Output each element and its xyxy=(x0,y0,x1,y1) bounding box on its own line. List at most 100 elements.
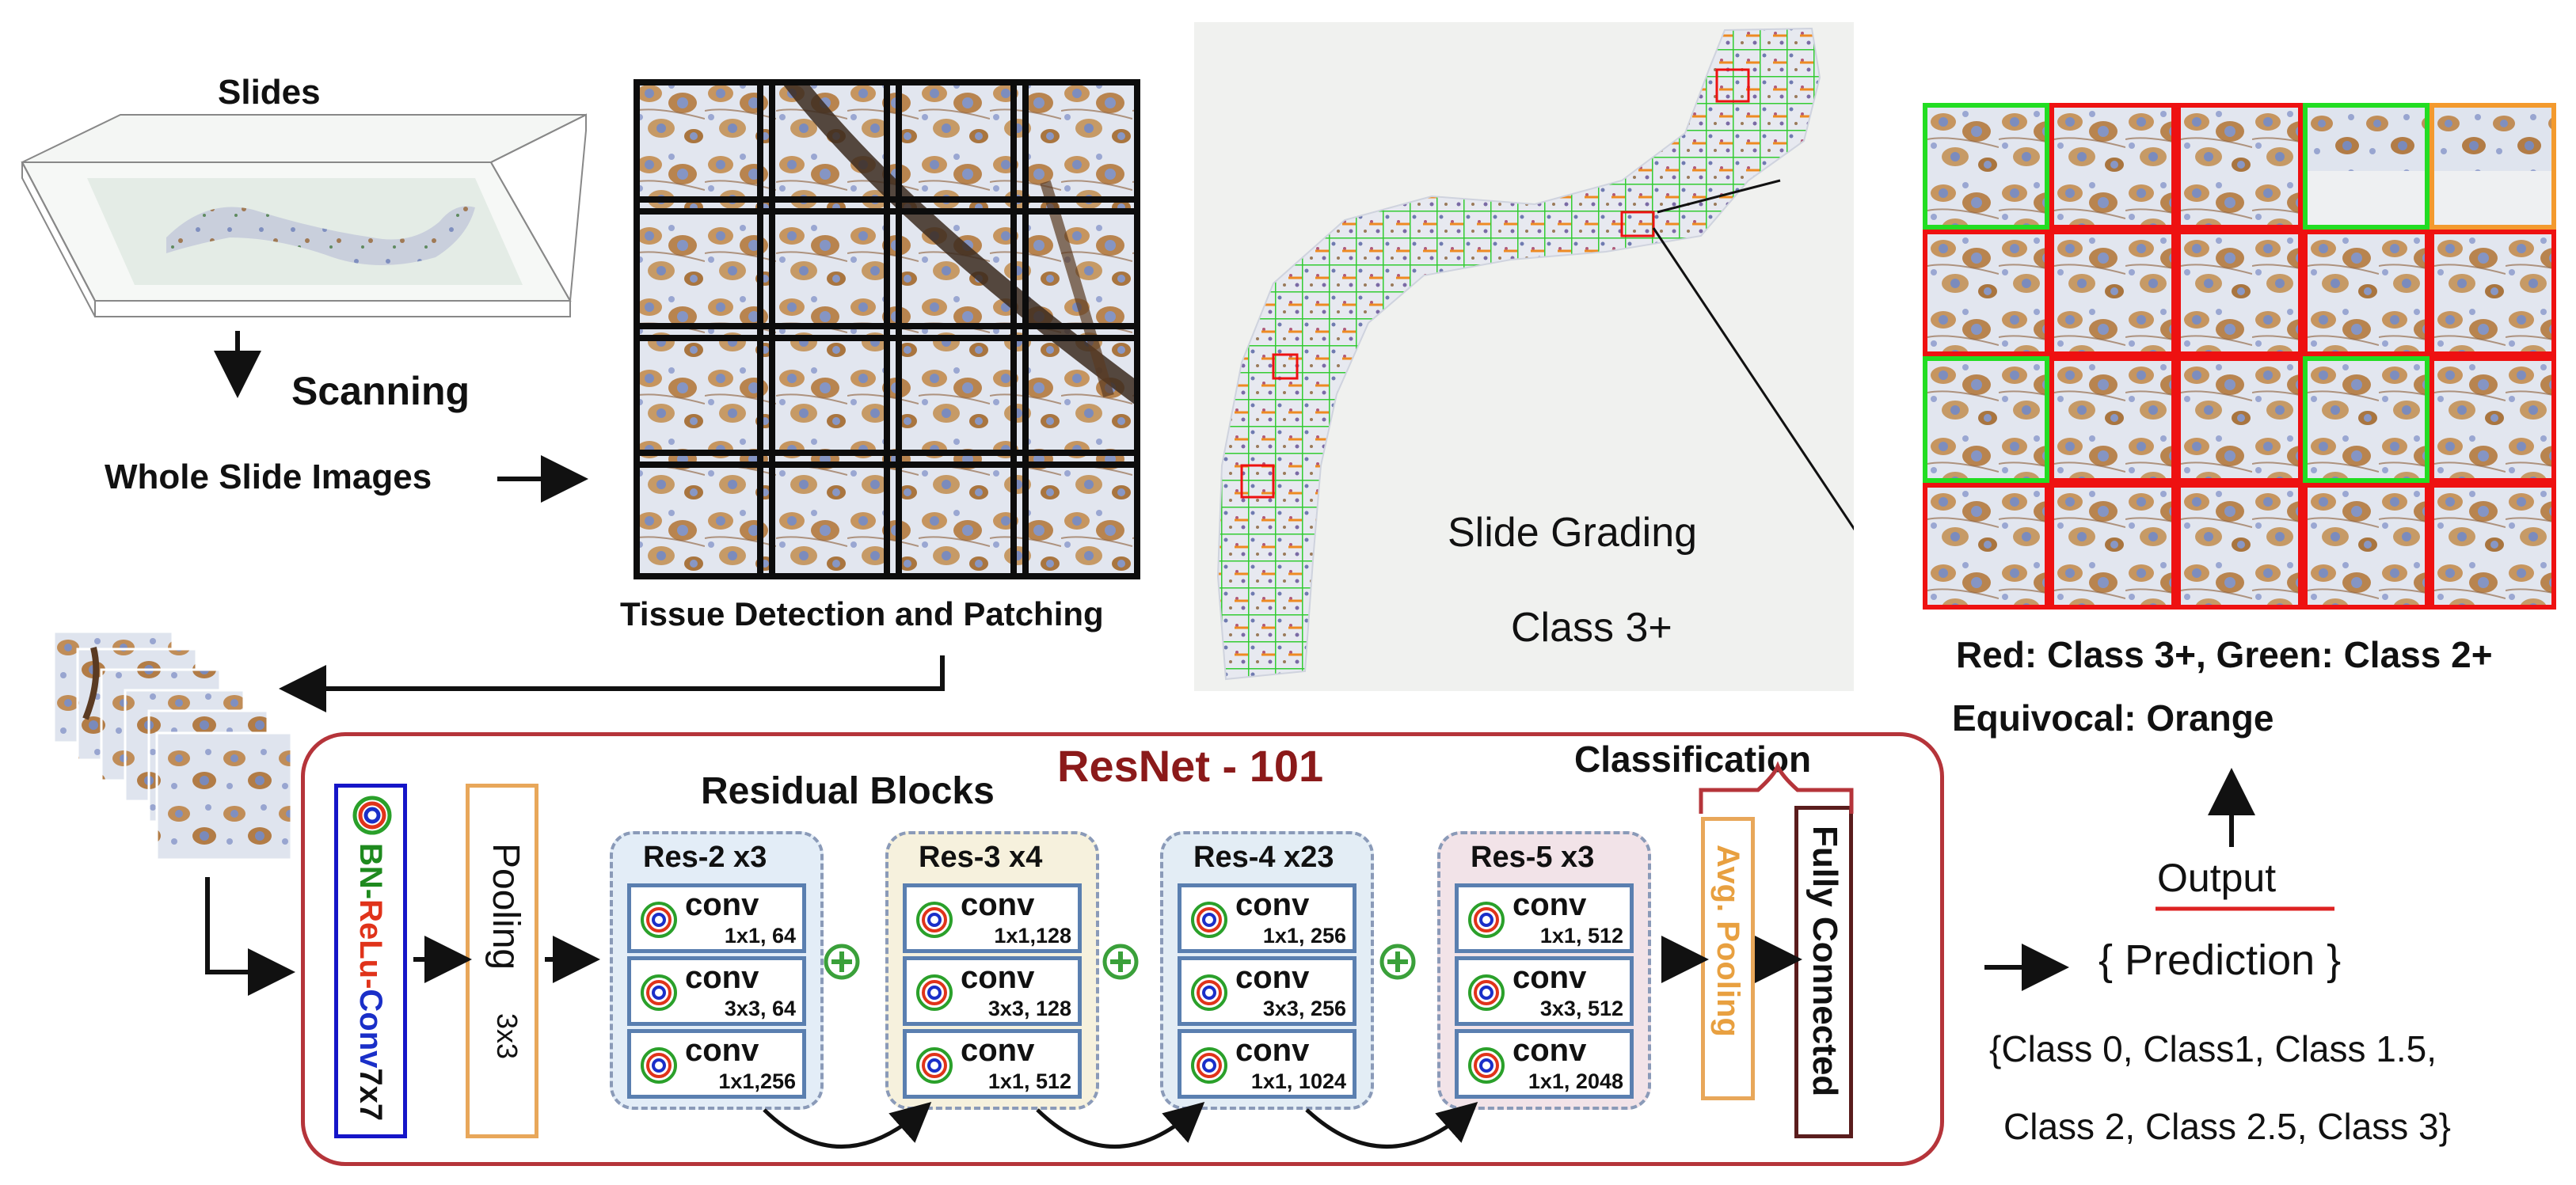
bn-relu-conv-box: BN-ReLu-Conv7x7 xyxy=(334,784,407,1138)
fully-connected-text: Fully Connected xyxy=(1805,826,1844,1097)
fully-connected-box: Fully Connected xyxy=(1794,806,1853,1138)
wsi-label: Whole Slide Images xyxy=(105,458,432,496)
graded-patch xyxy=(2049,483,2176,610)
conv-word: conv xyxy=(1512,1033,1587,1068)
relu-text: ReLu- xyxy=(353,899,388,989)
concentric-ring-icon xyxy=(916,974,953,1011)
legend-line2: Equivocal: Orange xyxy=(1952,697,2274,739)
whole-slide-image: Slide Grading Class 3+ xyxy=(1194,22,1854,691)
conv-word: conv xyxy=(685,960,759,995)
concentric-ring-icon xyxy=(1468,902,1505,938)
glass-slide xyxy=(21,113,587,317)
conv-word: conv xyxy=(1235,960,1310,995)
conv-word: conv xyxy=(1512,960,1587,995)
classes-line2: Class 2, Class 2.5, Class 3} xyxy=(2003,1106,2452,1147)
graded-patch xyxy=(2176,230,2303,356)
res-block-title: Res-2 x3 xyxy=(643,841,767,874)
slide-tissue xyxy=(166,206,475,265)
graded-patch xyxy=(2430,103,2556,230)
concentric-ring-icon xyxy=(1468,1047,1505,1084)
residual-blocks-label: Residual Blocks xyxy=(701,770,995,812)
conv-params: 3x3, 256 xyxy=(1262,997,1346,1020)
res-block-title: Res-4 x23 xyxy=(1193,841,1334,874)
slides-label: Slides xyxy=(218,73,321,112)
resnet-title: ResNet - 101 xyxy=(1057,741,1324,791)
conv-params: 1x1, 512 xyxy=(987,1069,1071,1093)
patch-stack xyxy=(52,630,307,885)
resnet-frame xyxy=(301,732,1944,1166)
output-label: Output xyxy=(2157,856,2277,900)
circled-plus-icon xyxy=(1379,944,1416,980)
tissue-patch-grid xyxy=(634,79,1140,579)
concentric-ring-icon xyxy=(641,902,677,938)
graded-patch xyxy=(2176,103,2303,230)
graded-patch xyxy=(1923,483,2049,610)
graded-patch xyxy=(2176,483,2303,610)
tissue-detection-label: Tissue Detection and Patching xyxy=(620,595,1104,632)
prediction-label: { Prediction } xyxy=(2098,936,2342,984)
pooling-text: Pooling xyxy=(485,843,527,970)
conv-params: 1x1, 512 xyxy=(1539,924,1623,948)
conv-params: 1x1, 1024 xyxy=(1250,1069,1346,1093)
classes-line1: {Class 0, Class1, Class 1.5, xyxy=(1989,1028,2437,1069)
graded-patch xyxy=(2176,356,2303,483)
res-block-title: Res-5 x3 xyxy=(1471,841,1595,874)
concentric-ring-icon xyxy=(641,974,677,1011)
grade-class-label: Class 3+ xyxy=(1511,605,1672,651)
graded-patch xyxy=(2430,483,2556,610)
bn-kernel-text: 7x7 xyxy=(353,1068,388,1122)
bn-text: BN- xyxy=(353,843,388,900)
circled-plus-icon xyxy=(824,944,860,980)
avg-pooling-text: Avg. Pooling xyxy=(1710,845,1745,1037)
conv-text: Conv xyxy=(353,989,388,1069)
graded-patch xyxy=(1923,230,2049,356)
concentric-ring-icon xyxy=(1191,902,1227,938)
conv-params: 1x1, 64 xyxy=(724,924,796,948)
graded-patch xyxy=(2430,230,2556,356)
conv-params: 3x3, 512 xyxy=(1539,997,1623,1020)
concentric-ring-icon xyxy=(352,796,392,835)
conv-params: 3x3, 64 xyxy=(724,997,796,1020)
conv-params: 1x1, 256 xyxy=(1262,924,1346,948)
graded-patch xyxy=(1923,356,2049,483)
conv-word: conv xyxy=(685,1033,759,1068)
conv-word: conv xyxy=(1235,887,1310,922)
pooling-kernel-text: 3x3 xyxy=(491,1013,523,1060)
avg-pooling-box: Avg. Pooling xyxy=(1701,817,1755,1100)
legend-line1: Red: Class 3+, Green: Class 2+ xyxy=(1956,634,2493,675)
conv-word: conv xyxy=(685,887,759,922)
conv-params: 1x1,128 xyxy=(994,924,1071,948)
graded-patch xyxy=(2303,356,2430,483)
concentric-ring-icon xyxy=(1191,974,1227,1011)
graded-patch xyxy=(2303,103,2430,230)
conv-params: 1x1, 2048 xyxy=(1528,1069,1623,1093)
graded-patch xyxy=(2049,356,2176,483)
conv-word: conv xyxy=(1235,1033,1310,1068)
slide-grading-label: Slide Grading xyxy=(1448,510,1698,556)
concentric-ring-icon xyxy=(641,1047,677,1084)
concentric-ring-icon xyxy=(916,902,953,938)
pooling-box: Pooling 3x3 xyxy=(466,784,538,1138)
conv-params: 3x3, 128 xyxy=(987,997,1071,1020)
graded-patch xyxy=(2303,230,2430,356)
graded-patch-grid xyxy=(1923,103,2556,610)
concentric-ring-icon xyxy=(1191,1047,1227,1084)
conv-word: conv xyxy=(1512,887,1587,922)
res-block-title: Res-3 x4 xyxy=(919,841,1043,874)
conv-params: 1x1,256 xyxy=(718,1069,796,1093)
